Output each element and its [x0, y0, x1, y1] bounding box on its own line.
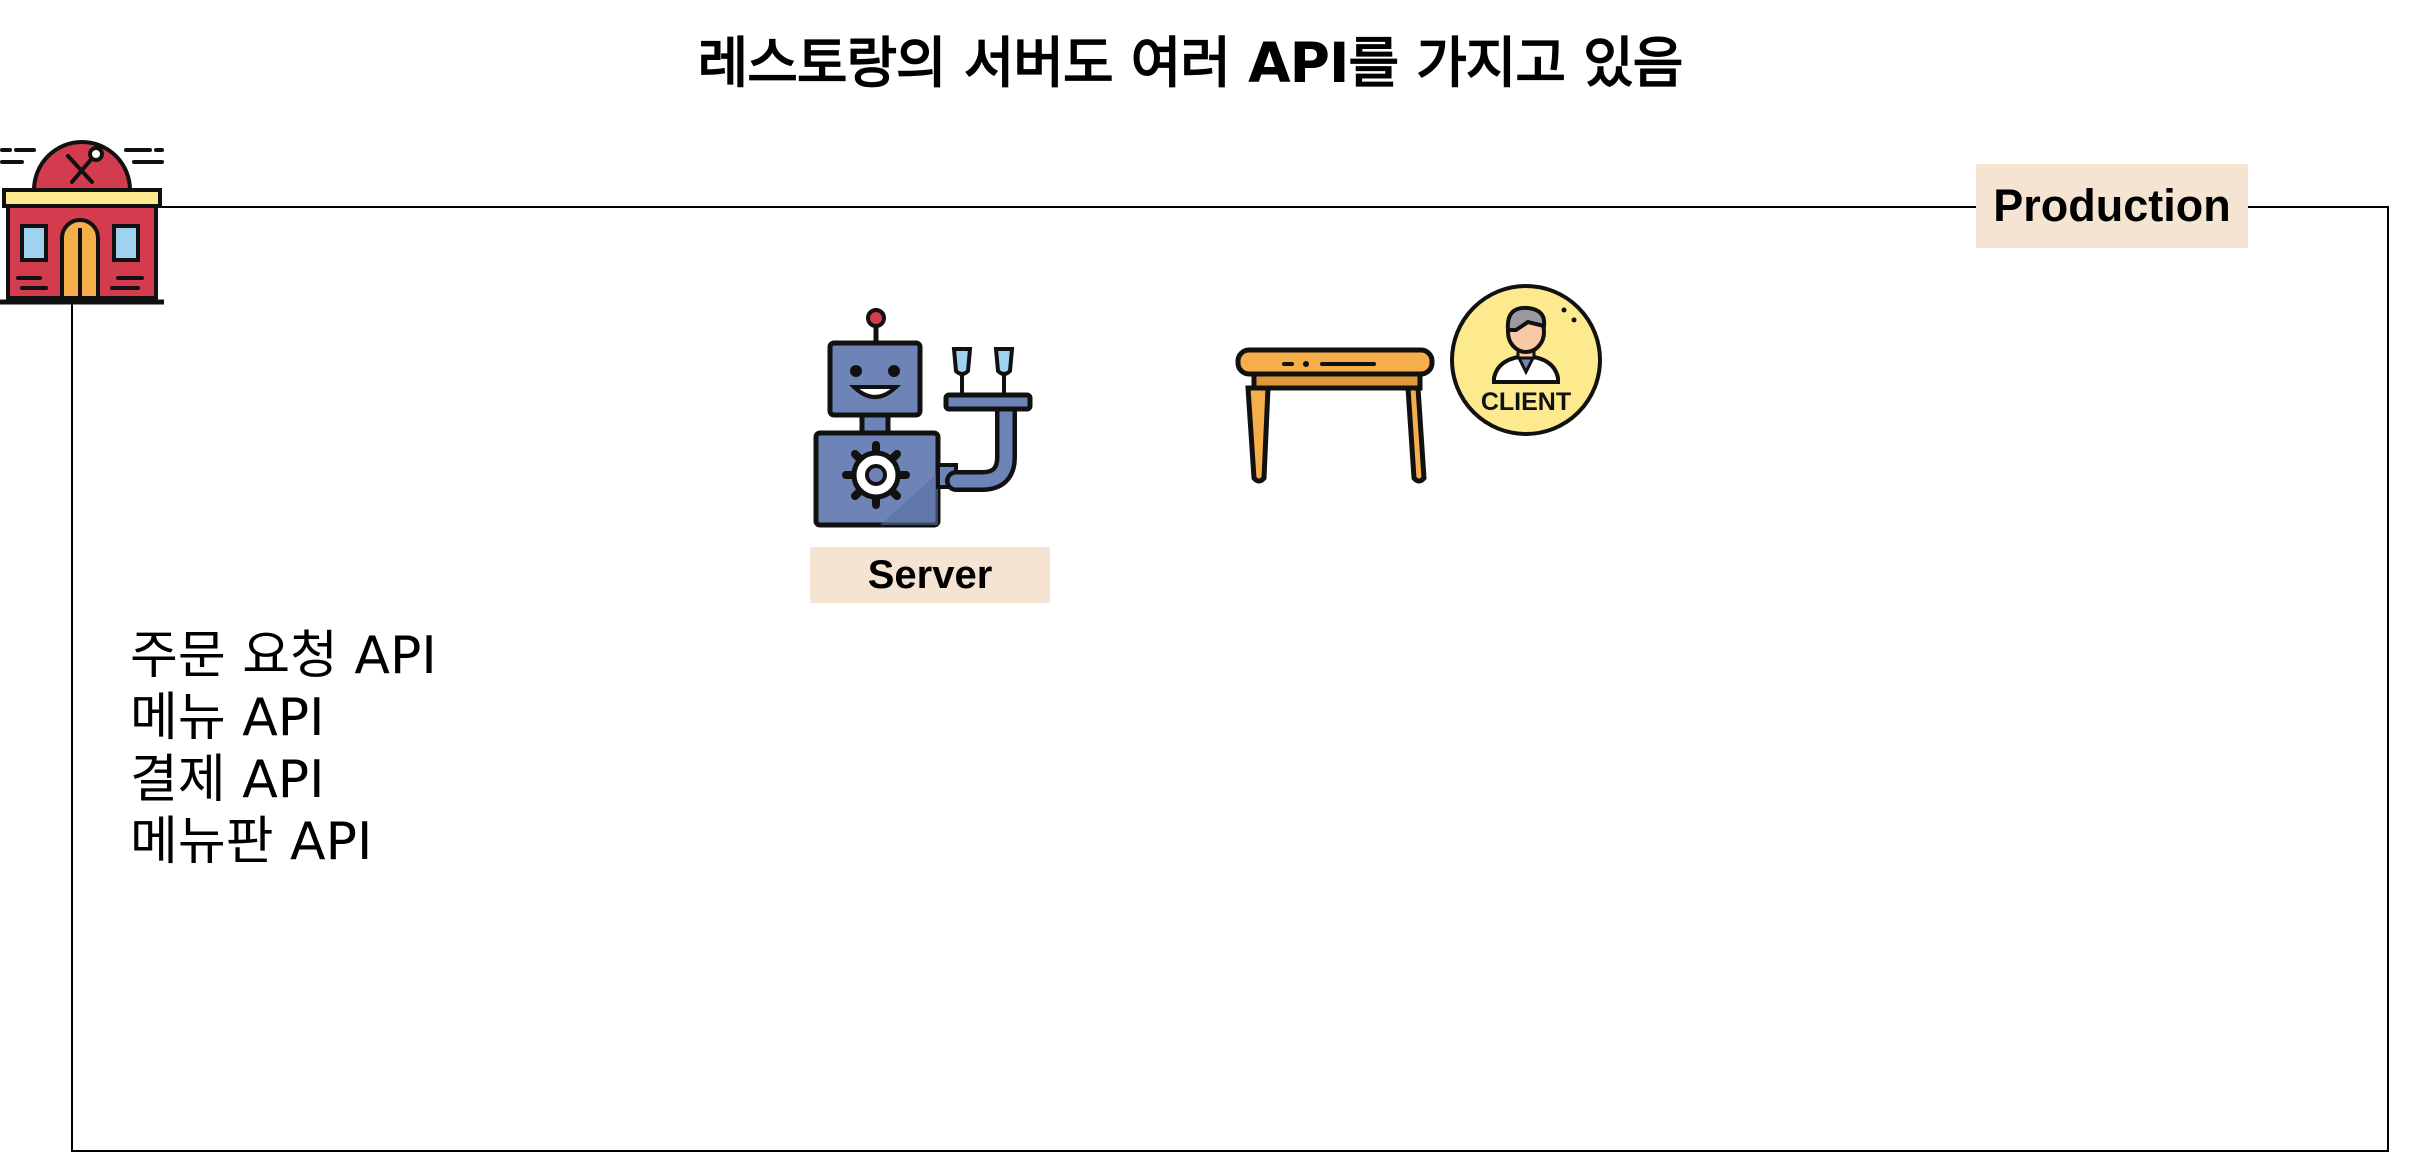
client-icon: CLIENT: [1448, 282, 1606, 440]
api-item-menu-board: 메뉴판 API: [130, 811, 437, 873]
robot-server-icon: [810, 305, 1035, 525]
restaurant-icon: [0, 132, 170, 307]
server-label: Server: [810, 547, 1050, 603]
api-item-payment: 결제 API: [130, 749, 437, 811]
client-badge-label: CLIENT: [1481, 388, 1571, 416]
page-title: 레스토랑의 서버도 여러 API를 가지고 있음: [0, 18, 2380, 98]
api-item-menu: 메뉴 API: [130, 687, 437, 749]
table-icon: [1232, 342, 1438, 486]
api-item-order: 주문 요청 API: [130, 625, 437, 687]
api-list: 주문 요청 API 메뉴 API 결제 API 메뉴판 API: [130, 625, 437, 873]
production-label: Production: [1976, 164, 2248, 248]
